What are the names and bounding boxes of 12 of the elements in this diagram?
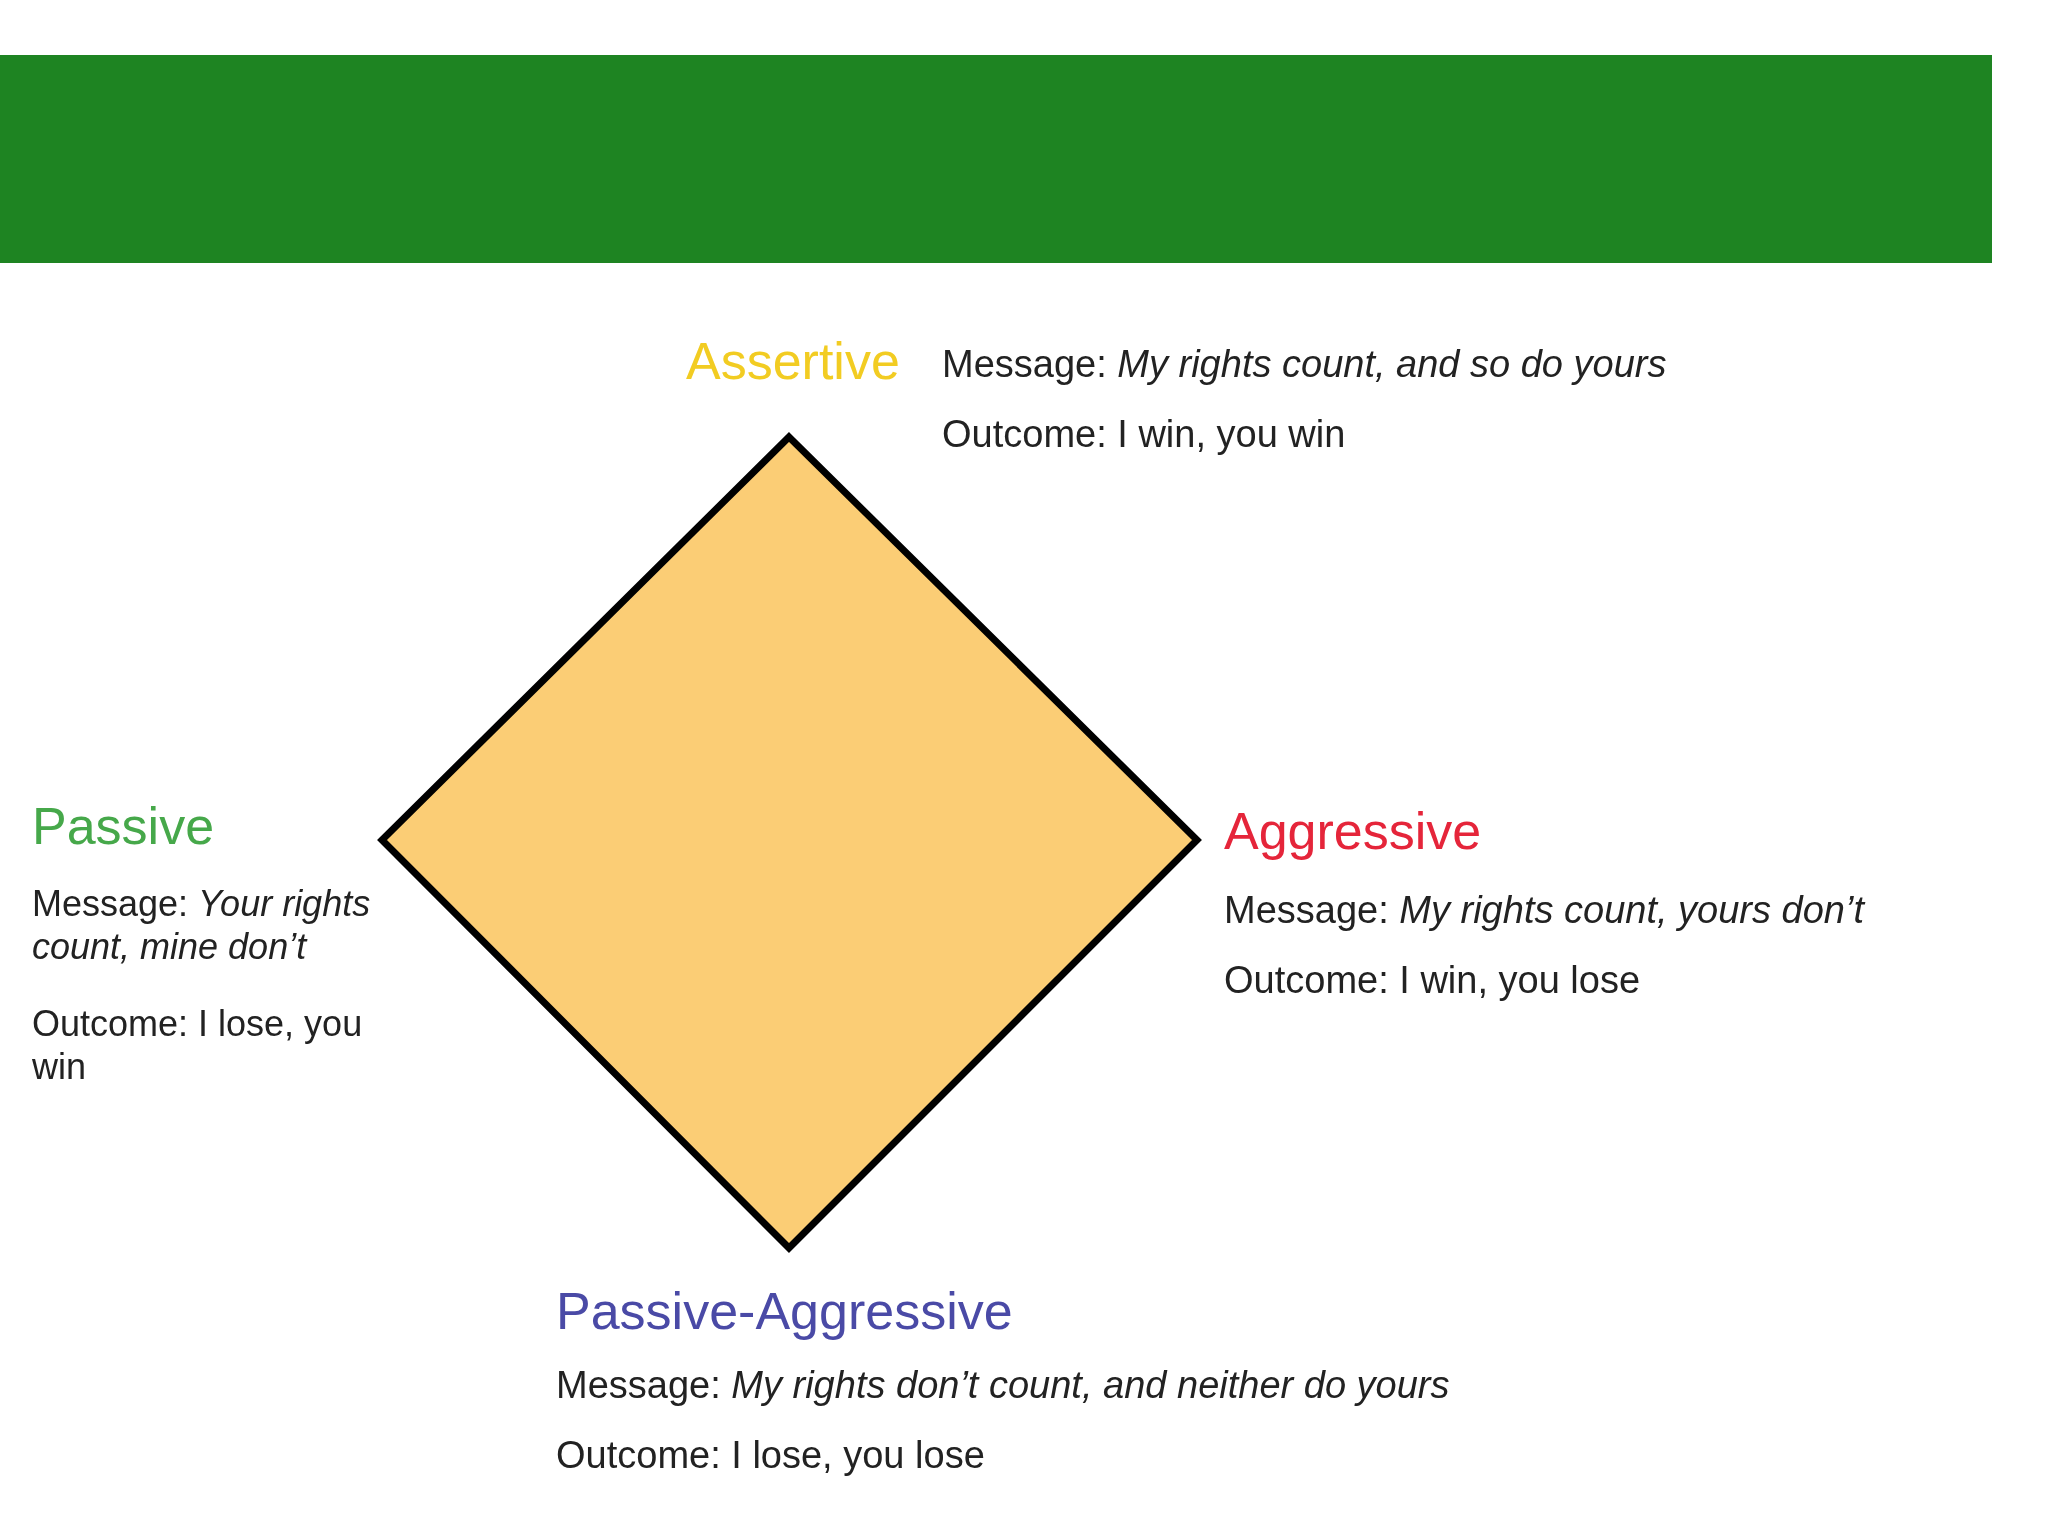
- outcome-text: Outcome: I win, you win: [942, 412, 1346, 457]
- outcome-text: Outcome: I win, you lose: [1224, 958, 1641, 1003]
- style-heading: Passive: [32, 796, 215, 857]
- style-heading: Aggressive: [1224, 801, 1482, 862]
- style-heading: Passive-Aggressive: [556, 1281, 1013, 1342]
- message-text: Message: My rights count, and so do yours: [942, 342, 1667, 387]
- message-text: Message: Your rights count, mine don’t: [32, 882, 372, 969]
- message-text: Message: My rights count, yours don’t: [1224, 888, 1864, 933]
- style-heading: Assertive: [686, 331, 900, 392]
- outcome-text: Outcome: I lose, you win: [32, 1002, 364, 1089]
- message-text: Message: My rights don’t count, and neither do yours: [556, 1363, 1450, 1408]
- outcome-text: Outcome: I lose, you lose: [556, 1433, 985, 1478]
